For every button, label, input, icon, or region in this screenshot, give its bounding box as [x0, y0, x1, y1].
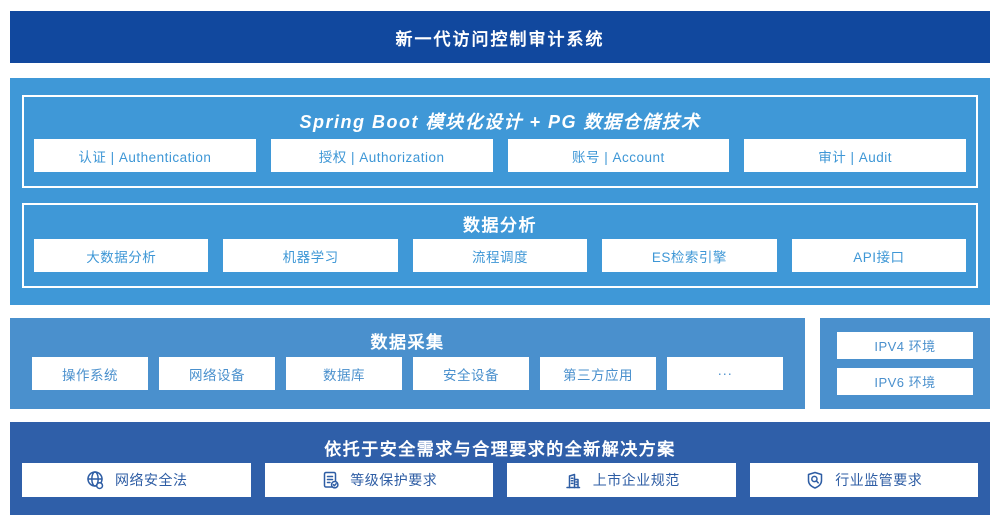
solution-row: 网络安全法 等级保护要求 — [22, 463, 978, 497]
source-os: 操作系统 — [32, 357, 148, 390]
source-security-device: 安全设备 — [413, 357, 529, 390]
env-ipv6: IPV6 环境 — [837, 368, 973, 395]
data-analysis-layer: 数据分析 大数据分析 机器学习 流程调度 ES检索引擎 API接口 — [22, 203, 978, 288]
analysis-workflow: 流程调度 — [412, 239, 588, 272]
module-authorization: 授权 | Authorization — [270, 139, 493, 172]
analysis-api: API接口 — [791, 239, 967, 272]
building-icon — [563, 470, 583, 490]
source-thirdparty-app: 第三方应用 — [540, 357, 656, 390]
shield-search-icon — [805, 470, 825, 490]
environment-panel: IPV4 环境 IPV6 环境 — [820, 318, 990, 409]
globe-icon — [85, 470, 105, 490]
checklist-check-icon — [320, 470, 340, 490]
page-title: 新一代访问控制审计系统 — [395, 29, 605, 49]
springboot-layer-title: Spring Boot 模块化设计 + PG 数据仓储技术 — [299, 112, 701, 132]
analysis-es-search: ES检索引擎 — [602, 239, 777, 272]
source-more-ellipsis: ··· — [667, 357, 783, 390]
data-analysis-title: 数据分析 — [463, 215, 537, 235]
module-account: 账号 | Account — [507, 139, 730, 172]
analysis-machine-learning: 机器学习 — [223, 239, 398, 272]
solution-classified-protection: 等级保护要求 — [264, 463, 493, 497]
solution-label: 行业监管要求 — [835, 472, 923, 488]
solution-label: 等级保护要求 — [350, 472, 438, 488]
source-network-device: 网络设备 — [159, 357, 275, 390]
analysis-bigdata: 大数据分析 — [34, 239, 209, 272]
solution-section: 依托于安全需求与合理要求的全新解决方案 网络安全法 — [10, 422, 990, 515]
source-database: 数据库 — [286, 357, 402, 390]
module-row: 认证 | Authentication 授权 | Authorization 账… — [34, 139, 966, 172]
platform-section: Spring Boot 模块化设计 + PG 数据仓储技术 认证 | Authe… — [10, 78, 990, 305]
solution-label: 上市企业规范 — [592, 472, 680, 488]
page-title-banner: 新一代访问控制审计系统 — [10, 11, 990, 63]
data-collection-section: 数据采集 操作系统 网络设备 数据库 安全设备 第三方应用 ··· — [10, 318, 805, 409]
solution-network-security-law: 网络安全法 — [22, 463, 251, 497]
env-ipv4: IPV4 环境 — [837, 332, 973, 359]
solution-label: 网络安全法 — [115, 472, 188, 488]
data-collection-title: 数据采集 — [370, 333, 445, 352]
solution-title: 依托于安全需求与合理要求的全新解决方案 — [324, 439, 676, 459]
module-authentication: 认证 | Authentication — [34, 139, 256, 172]
module-audit: 审计 | Audit — [744, 139, 966, 172]
solution-listed-company: 上市企业规范 — [507, 463, 736, 497]
collection-row: 操作系统 网络设备 数据库 安全设备 第三方应用 ··· — [32, 357, 783, 390]
springboot-layer: Spring Boot 模块化设计 + PG 数据仓储技术 认证 | Authe… — [22, 95, 978, 188]
solution-industry-regulation: 行业监管要求 — [749, 463, 978, 497]
analysis-row: 大数据分析 机器学习 流程调度 ES检索引擎 API接口 — [34, 239, 967, 272]
